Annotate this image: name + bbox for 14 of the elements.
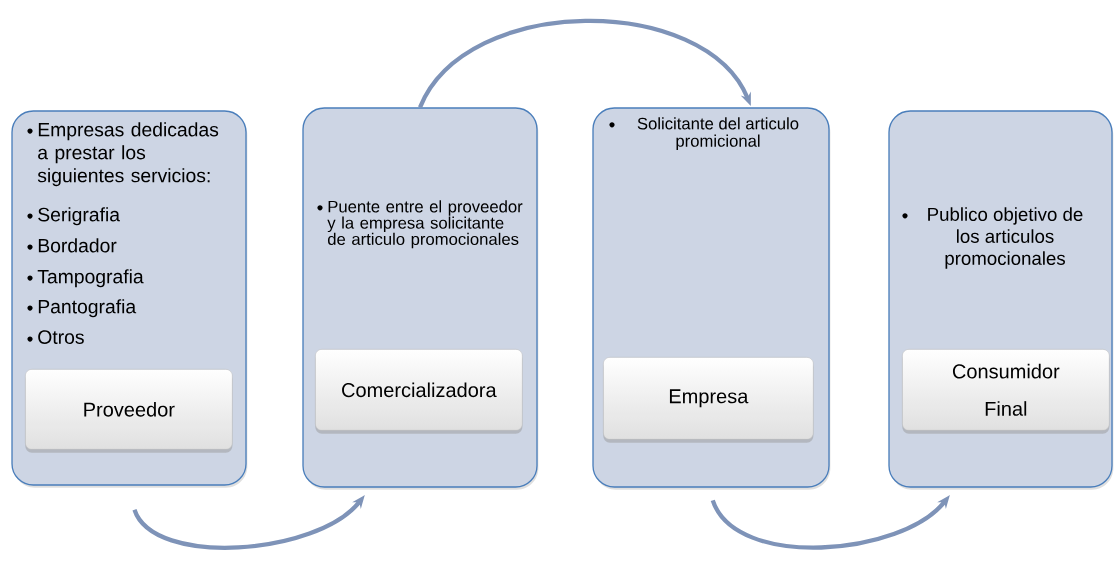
list-item: Otros [38,330,84,344]
list-item: Empresas dedicadas a prestar los siguientes servicios: [37,122,219,187]
list-item: Solicitante del articulo promicional [637,117,799,151]
list-item: Tampografia [37,269,144,288]
list-item: Bordador [38,238,117,253]
list-item: Puente entre el proveedor y la empresa solicitante de articulo promocionales [327,200,523,249]
list-item: Publico objetivo de los articulos promocionales [928,207,1083,269]
label-box: Proveedor [25,369,233,453]
list-item: Pantografia [38,299,137,318]
curved-arrow [418,18,751,109]
label-box: Comercializadora [315,349,523,434]
label-box: Empresa [603,357,814,443]
list-item: Serigrafia [38,207,120,226]
label-box: Consumidor Final [902,349,1110,434]
